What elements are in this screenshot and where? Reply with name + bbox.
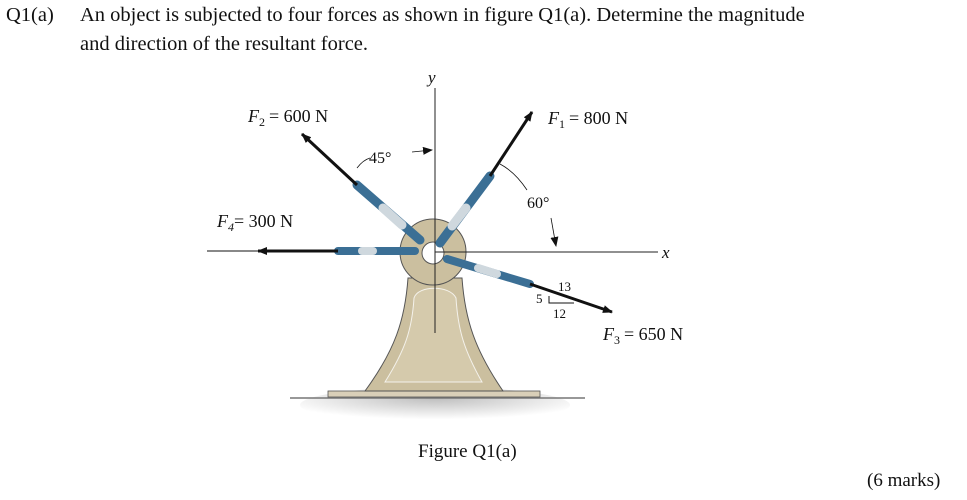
- angle-45-label: 45°: [369, 150, 391, 167]
- angle-60-arc: [499, 163, 528, 191]
- angle-60-label: 60°: [527, 195, 549, 212]
- slope-rise: 5: [536, 291, 543, 306]
- x-axis-label: x: [661, 243, 670, 262]
- base-plate: [327, 390, 541, 398]
- slope-run: 12: [553, 306, 566, 321]
- y-axis-label: y: [426, 68, 436, 87]
- f1-arrow: [488, 111, 534, 177]
- question-text-line2: and direction of the resultant force.: [80, 33, 369, 55]
- question-text-line1: An object is subjected to four forces as…: [80, 4, 805, 26]
- f3-arrow: [529, 282, 613, 314]
- f1-label: F1= 800 N: [547, 108, 628, 131]
- slope-triangle: [548, 296, 574, 304]
- f2-arrow: [300, 132, 359, 187]
- figure-caption: Figure Q1(a): [418, 441, 517, 462]
- f3-label: F3= 650 N: [602, 324, 683, 347]
- question-number: Q1(a): [6, 4, 54, 26]
- slope-hyp: 13: [558, 279, 571, 294]
- f4-label: F4= 300 N: [216, 211, 293, 234]
- f2-label: F2= 600 N: [247, 106, 328, 129]
- marks: (6 marks): [867, 470, 941, 491]
- angle-45-arc: [356, 157, 371, 169]
